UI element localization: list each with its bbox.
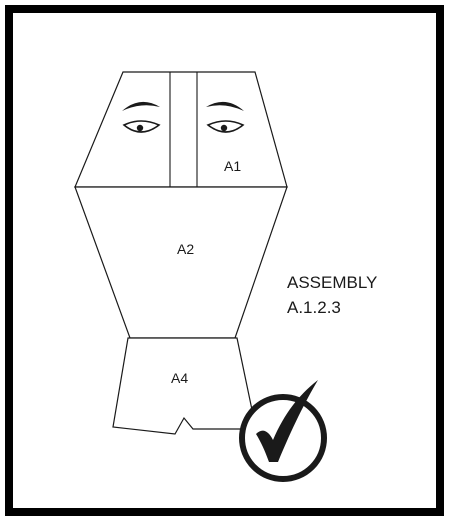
left-pupil [136, 124, 144, 132]
part-label-a1: A1 [224, 158, 241, 174]
shorts-outline [112, 337, 257, 435]
assembly-title: ASSEMBLY [287, 273, 377, 292]
part-a1-head: A1 [74, 71, 288, 188]
assembly-label: ASSEMBLY A.1.2.3 [287, 273, 377, 317]
part-a4-shorts: A4 [112, 337, 257, 435]
right-eyebrow [206, 101, 244, 111]
checkmark-circle-icon [239, 380, 327, 482]
check-mark [256, 380, 318, 462]
part-label-a4: A4 [171, 370, 188, 386]
part-a2-torso: A2 [74, 186, 288, 339]
part-label-a2: A2 [177, 241, 194, 257]
left-eyebrow [122, 101, 160, 111]
assembly-code: A.1.2.3 [287, 298, 341, 317]
right-pupil [220, 124, 228, 132]
